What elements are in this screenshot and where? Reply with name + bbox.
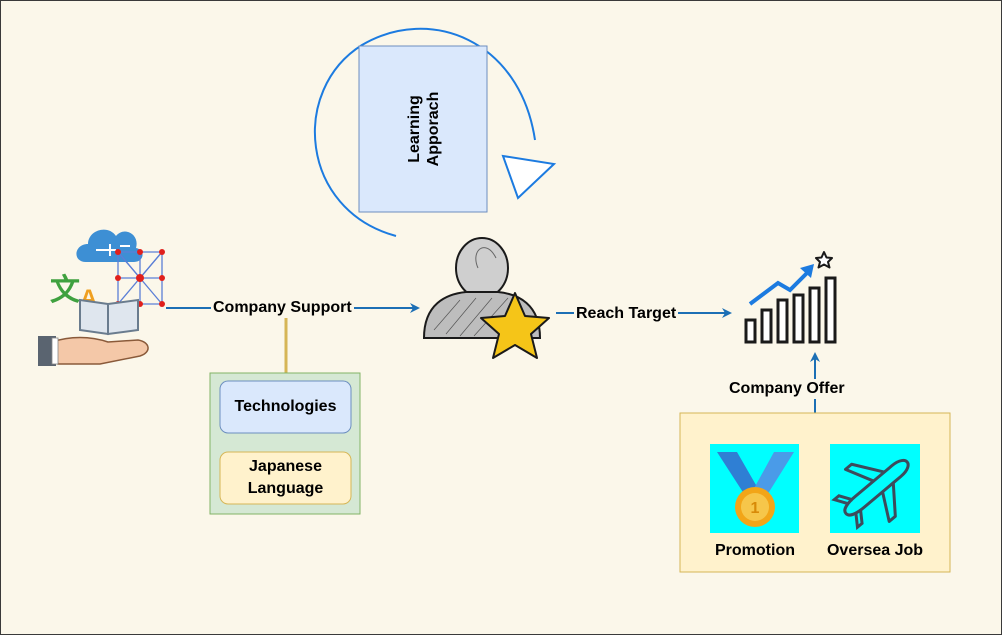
svg-text:文: 文	[50, 273, 80, 308]
company-offer-label: Company Offer	[727, 379, 847, 399]
oversea-job-label: Oversea Job	[827, 542, 923, 559]
promotion-label: Promotion	[715, 542, 795, 559]
growth-chart-icon	[744, 251, 837, 344]
japanese-language-line-2: Language	[247, 480, 324, 497]
learning-approach-box	[358, 45, 488, 213]
learning-box-line-1: Learning	[406, 95, 423, 163]
knowledge-hand-icon: 文 A	[38, 229, 165, 366]
svg-text:1: 1	[751, 500, 760, 517]
japanese-language-box	[219, 451, 352, 505]
medal-icon: 1	[710, 444, 799, 533]
japanese-language-label: Japanese Language	[220, 452, 351, 504]
company-support-label: Company Support	[211, 298, 354, 318]
learning-box-line-2: Apporach	[425, 92, 442, 167]
reach-target-label: Reach Target	[574, 304, 679, 324]
cycle-arrow-icon	[313, 27, 557, 237]
japanese-language-line-1: Japanese	[249, 458, 322, 475]
technologies-label: Technologies	[234, 398, 337, 415]
person-star-icon	[422, 237, 550, 359]
technologies-box	[219, 380, 352, 434]
airplane-icon	[830, 444, 920, 533]
